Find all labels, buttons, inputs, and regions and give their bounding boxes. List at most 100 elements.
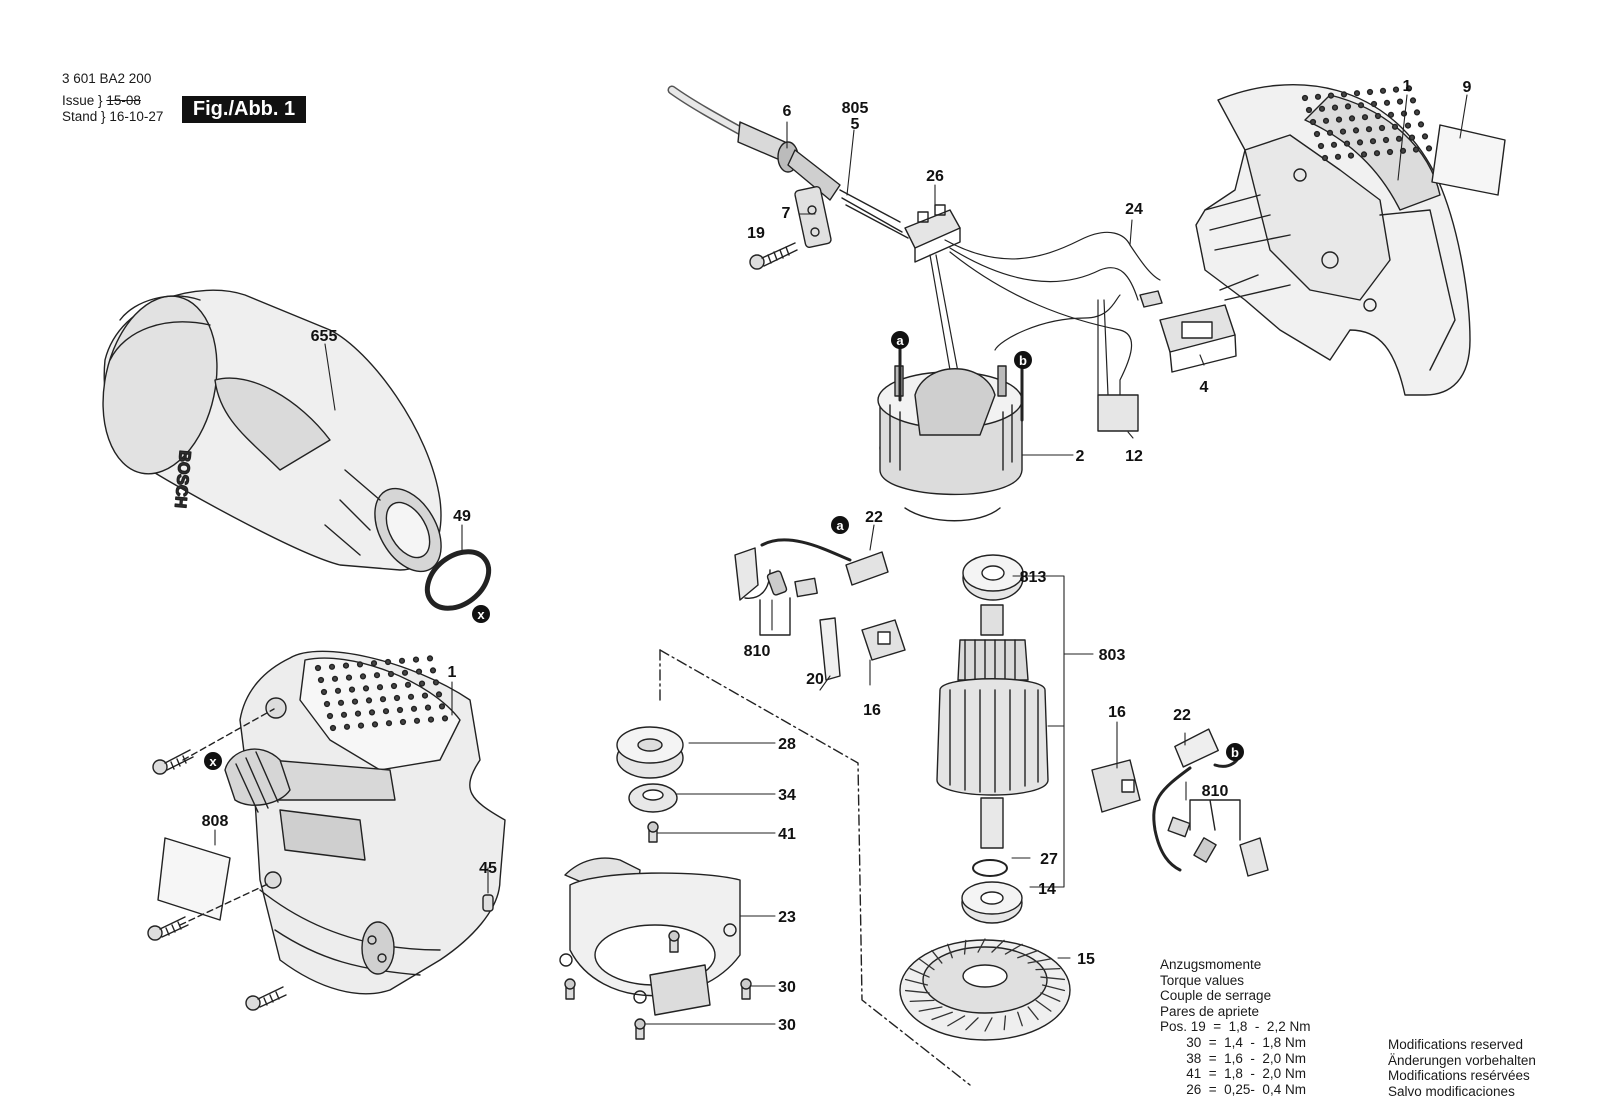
vent-dot [1356, 139, 1364, 146]
field-coil [877, 365, 1023, 522]
marker-b-top-text: b [1019, 353, 1027, 368]
fan-blade [991, 939, 1005, 953]
fan-blade [904, 989, 930, 994]
modifications-en: Modifications reserved [1388, 1037, 1524, 1052]
vent-dot [1360, 151, 1368, 158]
vent-dot [331, 675, 339, 682]
torque-heading-es: Pares de apriete [1160, 1003, 1260, 1019]
vent-dot [1318, 105, 1326, 112]
vent-dot [1396, 98, 1404, 105]
vent-dot [1395, 135, 1403, 142]
shroud [559, 857, 741, 1016]
brace-glyph: } [98, 93, 107, 108]
callout-813: 813 [1020, 569, 1047, 586]
vent-dot [1334, 153, 1342, 160]
connector [1097, 394, 1139, 432]
dot-grid-bottom [314, 655, 449, 732]
fan-blade [984, 1017, 993, 1032]
vent-dot [337, 699, 345, 706]
vent-dot [351, 698, 359, 705]
callout-15: 15 [1077, 951, 1095, 968]
vent-dot [1374, 112, 1382, 120]
wiring-harness [929, 231, 1161, 401]
vent-dot [1361, 114, 1369, 121]
vent-dot [1417, 121, 1425, 128]
vent-dot [362, 685, 370, 692]
vent-dot [354, 710, 362, 717]
marker-a-brush-text: a [836, 518, 844, 533]
torque-row: Pos. 19 = 1,8 - 2,2 Nm [1160, 1019, 1311, 1035]
modifications-fr: Modifications resérvées [1388, 1068, 1530, 1084]
callout-9: 9 [1463, 79, 1472, 96]
vent-dot [426, 655, 434, 662]
vent-dot [438, 703, 446, 710]
vent-dot [1391, 123, 1399, 130]
screw-19 [749, 242, 798, 270]
callout-12: 12 [1125, 448, 1143, 465]
fan-blade [1040, 992, 1061, 1002]
vent-dot [329, 724, 337, 732]
vent-dot [427, 716, 435, 723]
modifications-notice: Modifications reserved Änderungen vorbeh… [1388, 1037, 1536, 1099]
vent-dot [407, 693, 415, 700]
vent-dot [314, 664, 322, 672]
callout-24: 24 [1125, 201, 1143, 218]
torque-heading-en: Torque values [1160, 972, 1245, 988]
screw-41 [647, 821, 659, 843]
vent-dot [384, 658, 392, 666]
fan-blade [909, 999, 935, 1002]
vent-dot [398, 657, 406, 664]
callout-28: 28 [778, 736, 796, 753]
stand-label: Stand [62, 109, 98, 124]
vent-dot [396, 706, 404, 714]
vent-dot [399, 718, 407, 726]
vent-dot [1352, 127, 1360, 134]
callout-22-top: 22 [865, 509, 883, 526]
vent-dot [382, 708, 390, 715]
fan-blade [1017, 1011, 1023, 1027]
vent-dot [390, 682, 398, 690]
marker-x-housing-text: x [209, 754, 217, 769]
vent-dot [1404, 122, 1412, 129]
vent-dot [385, 720, 393, 727]
marker-b-top: b [1014, 351, 1032, 369]
dust-spout [224, 748, 291, 813]
fan-blade [1035, 968, 1061, 971]
fan-blade [1017, 949, 1039, 959]
vent-dot [387, 670, 395, 678]
fan-blade [1027, 958, 1052, 964]
callout-14: 14 [1038, 881, 1056, 898]
part-number-text: 3 601 BA2 200 [62, 71, 152, 86]
vent-dot [359, 673, 367, 680]
vent-dot [343, 723, 351, 730]
vent-dot [1327, 92, 1335, 99]
vent-dot [1369, 138, 1377, 145]
callout-34: 34 [778, 787, 796, 804]
torque-heading-de: Anzugsmomente [1160, 957, 1262, 972]
vent-dot [342, 662, 350, 669]
cord-clamp [794, 185, 832, 249]
fan-blade [904, 978, 929, 986]
vent-dot [326, 712, 334, 720]
vent-dot [356, 661, 364, 668]
callout-805: 805 [842, 100, 869, 117]
marker-a-brush: a [831, 516, 849, 534]
callout-4: 4 [1200, 379, 1209, 396]
bearing-28 [616, 726, 684, 779]
pin [482, 894, 494, 912]
terminal-block [904, 204, 961, 263]
vent-dot [1409, 97, 1417, 104]
eccentric-34 [628, 783, 678, 813]
marker-b-brush-text: b [1231, 745, 1239, 760]
issue-label: Issue [62, 93, 95, 108]
marker-x-nose-text: x [477, 607, 485, 622]
vent-dot [1383, 99, 1391, 106]
vent-dot [1365, 126, 1373, 133]
callout-803: 803 [1099, 647, 1126, 664]
torque-row: 30 = 1,4 - 1,8 Nm [1160, 1034, 1306, 1050]
vent-dot [424, 704, 432, 711]
vent-dot [1343, 140, 1351, 147]
marker-x-housing: x [204, 752, 222, 770]
callout-1-bottom: 1 [448, 664, 457, 681]
vent-dot [393, 694, 401, 702]
